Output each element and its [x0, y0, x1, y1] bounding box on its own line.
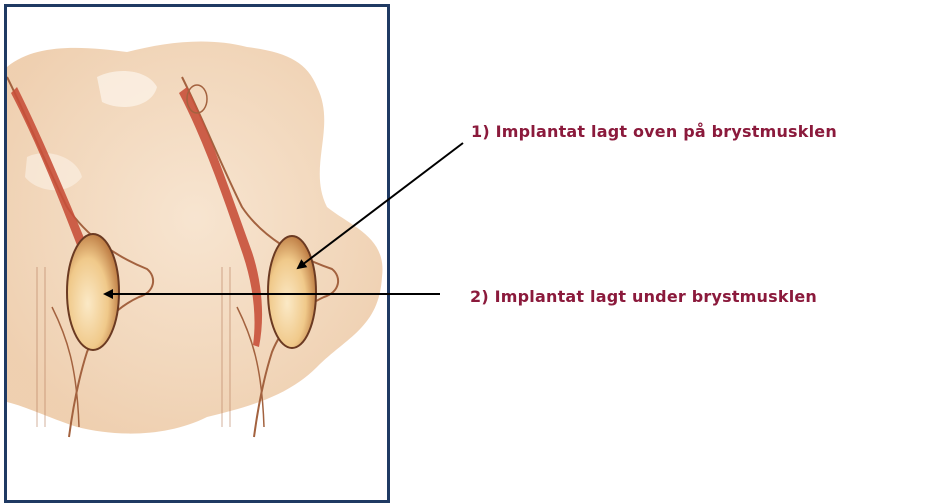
callout-label-above-muscle: 1) Implantat lagt oven på brystmusklen [471, 122, 837, 141]
illustration-frame [4, 4, 390, 503]
anatomical-illustration [7, 7, 387, 500]
left-implant [67, 234, 119, 350]
right-implant [268, 236, 316, 348]
callout-label-under-muscle: 2) Implantat lagt under brystmusklen [470, 287, 817, 306]
background-wash [7, 42, 382, 434]
